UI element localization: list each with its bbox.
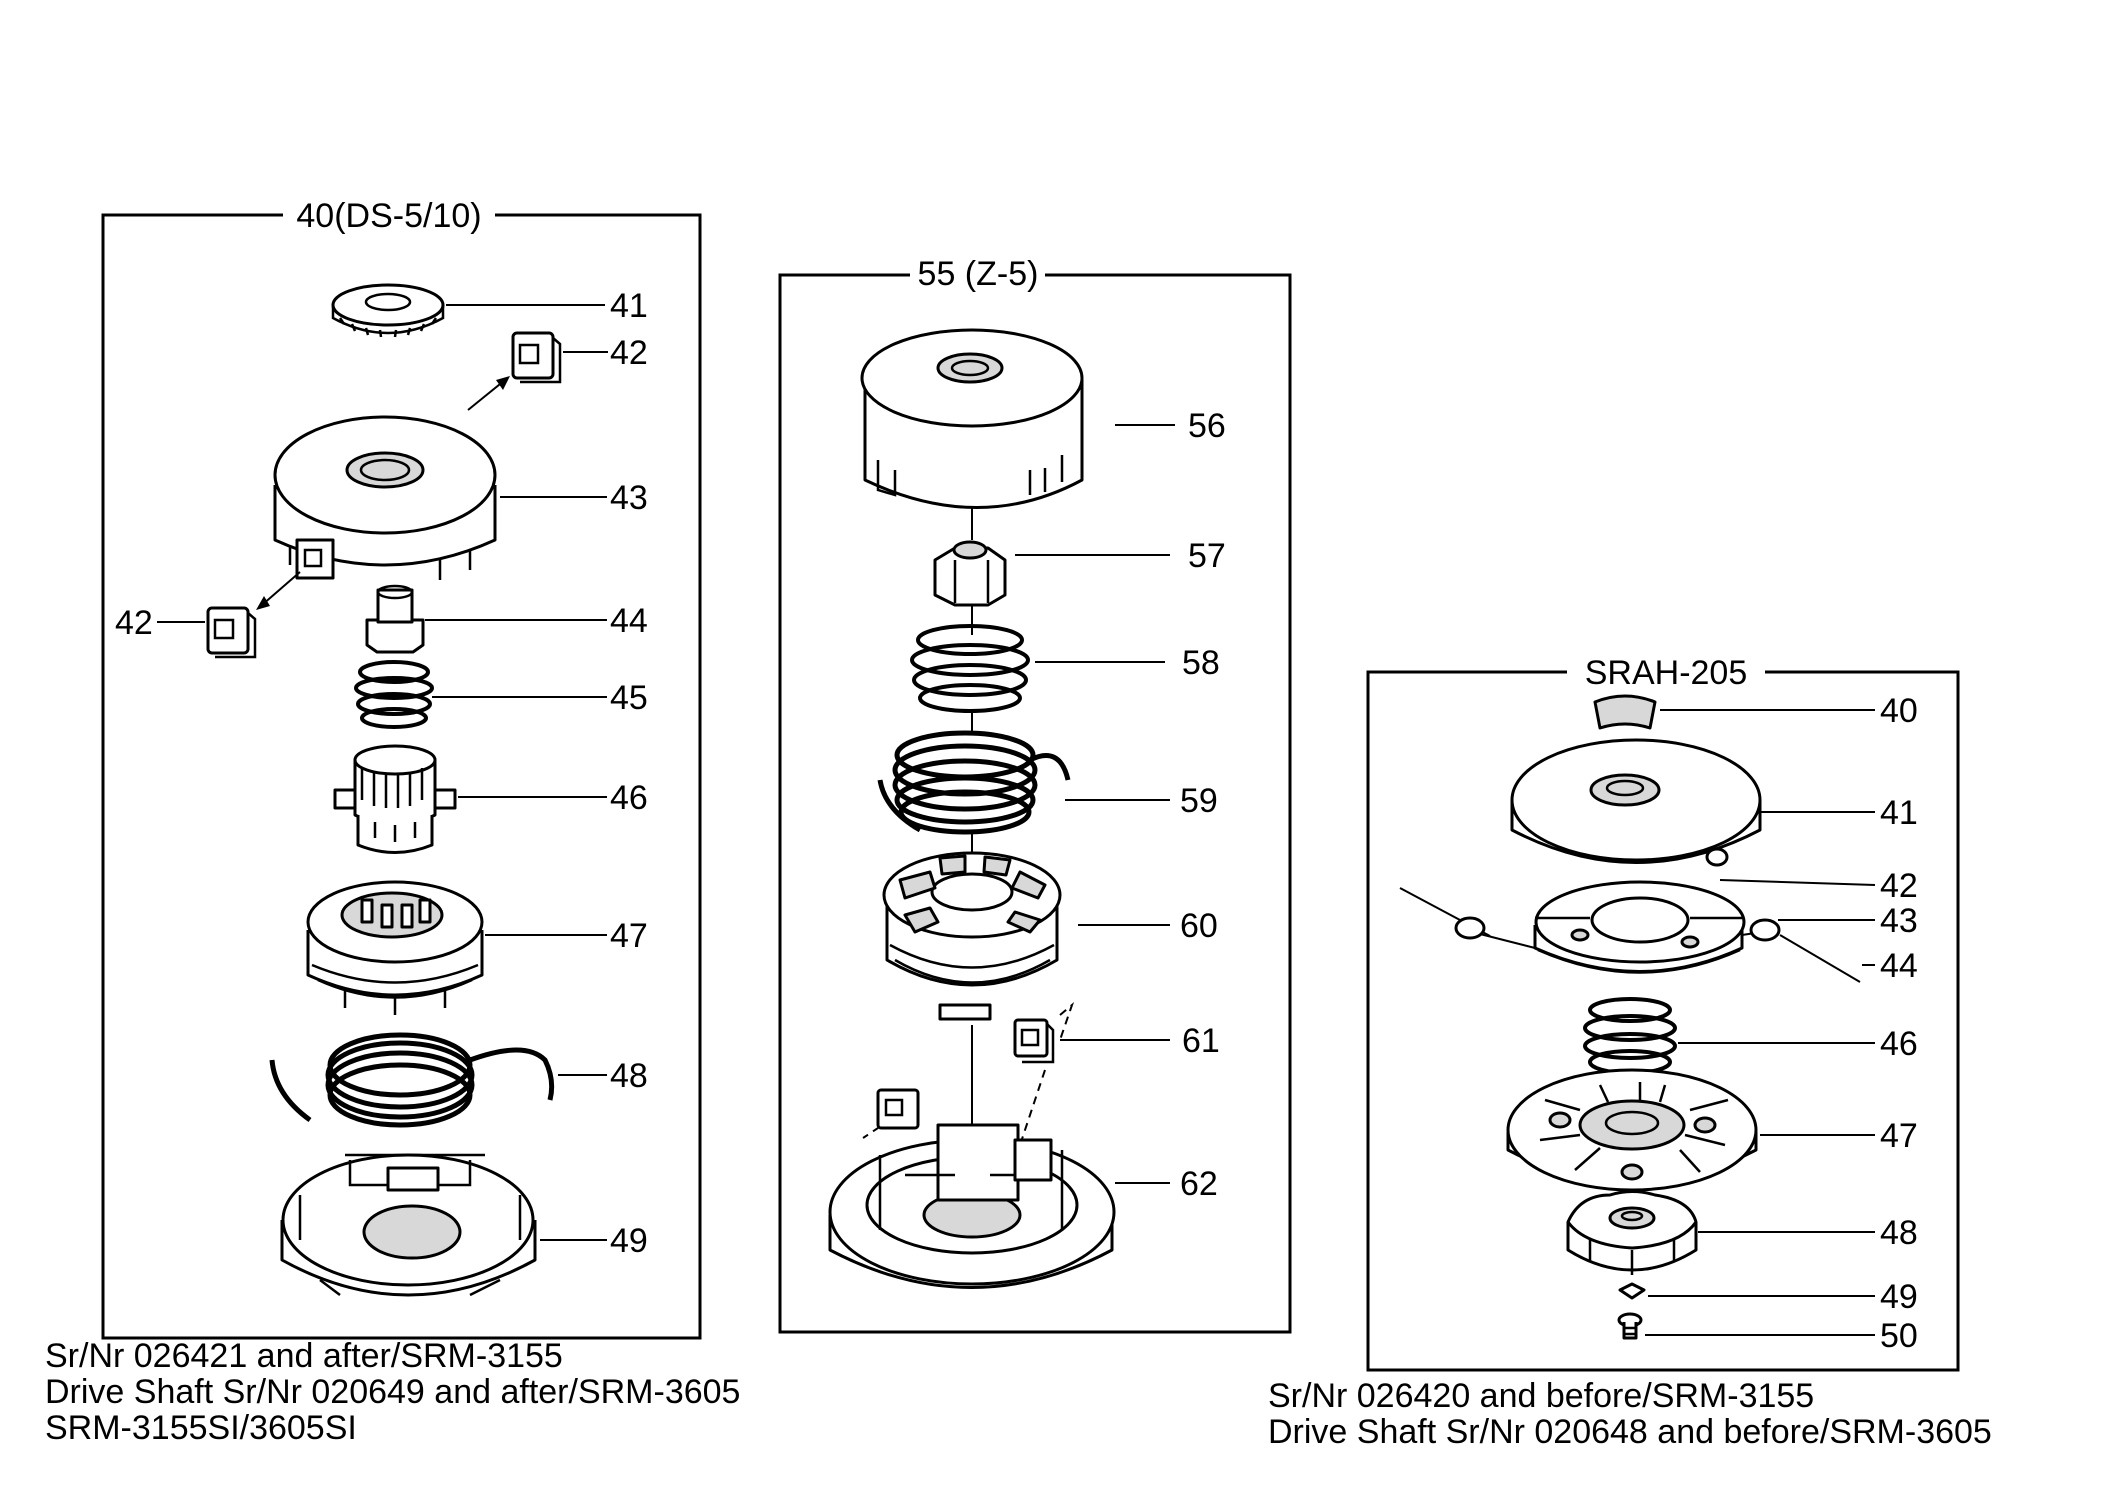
note-left-line-3: SRM-3155SI/3605SI (45, 1409, 357, 1447)
part-42-clip-top (511, 331, 562, 384)
part-42-clip-bottom (206, 606, 257, 659)
label-srah-44: 44 (1880, 947, 1918, 985)
label-42-bottom: 42 (115, 604, 153, 642)
part-46-spring (1583, 997, 1677, 1075)
label-56: 56 (1188, 407, 1226, 445)
panel-title-srah-205: SRAH-205 (1585, 654, 1748, 692)
label-60: 60 (1180, 907, 1218, 945)
part-49-base (280, 1153, 537, 1297)
part-42-eyelet-ring (1533, 880, 1746, 974)
part-50-screw (1617, 1312, 1643, 1340)
part-44-nut (365, 584, 425, 654)
label-59: 59 (1180, 782, 1218, 820)
label-46: 46 (610, 779, 648, 817)
label-58: 58 (1182, 644, 1220, 682)
label-srah-48: 48 (1880, 1214, 1918, 1252)
part-49-washer (1618, 1282, 1646, 1300)
label-48: 48 (610, 1057, 648, 1095)
label-42-top: 42 (610, 334, 648, 372)
label-srah-46: 46 (1880, 1025, 1918, 1063)
label-47: 47 (610, 917, 648, 955)
part-56-cap (860, 328, 1084, 509)
panel-title-ds-5-10: 40(DS-5/10) (296, 197, 481, 235)
note-after-serial: Sr/Nr 026421 and after/SRM-3155 Drive Sh… (45, 1338, 740, 1446)
note-right-line-2: Drive Shaft Sr/Nr 020648 and before/SRM-… (1268, 1413, 1992, 1451)
part-48-line-coil (269, 1032, 555, 1128)
label-49: 49 (610, 1222, 648, 1260)
panel-title-z-5: 55 (Z-5) (918, 255, 1039, 293)
part-40-insert (1593, 694, 1657, 730)
label-srah-42: 42 (1880, 867, 1918, 905)
part-41-washer (331, 283, 445, 338)
label-srah-43: 43 (1880, 902, 1918, 940)
part-47-spool (1506, 1068, 1758, 1192)
label-srah-50: 50 (1880, 1317, 1918, 1355)
label-srah-49: 49 (1880, 1278, 1918, 1316)
panel-srah-205: SRAH-205 (1366, 654, 1960, 1372)
label-45: 45 (610, 679, 648, 717)
part-44-trimmer-line (1399, 887, 1861, 983)
note-left-line-2: Drive Shaft Sr/Nr 020649 and after/SRM-3… (45, 1373, 741, 1411)
part-61-clip (1013, 1018, 1055, 1064)
note-left-line-1: Sr/Nr 026421 and after/SRM-3155 (45, 1337, 563, 1375)
part-47-spool (306, 880, 484, 1015)
part-43-housing (273, 415, 497, 580)
label-62: 62 (1180, 1165, 1218, 1203)
part-59-line-coil (877, 730, 1071, 835)
part-58-spring (910, 624, 1030, 713)
panel-ds-5-10: 40(DS-5/10) (101, 197, 702, 1340)
note-before-serial: Sr/Nr 026420 and before/SRM-3155 Drive S… (1268, 1378, 1992, 1450)
part-48-knob (1566, 1190, 1698, 1275)
label-srah-40: 40 (1880, 692, 1918, 730)
part-60-spool (882, 851, 1062, 1021)
label-43: 43 (610, 479, 648, 517)
label-srah-41: 41 (1880, 794, 1918, 832)
label-61: 61 (1182, 1022, 1220, 1060)
panel-z-5: 55 (Z-5) (778, 255, 1292, 1334)
note-right-line-1: Sr/Nr 026420 and before/SRM-3155 (1268, 1377, 1815, 1415)
label-srah-47: 47 (1880, 1117, 1918, 1155)
label-57: 57 (1188, 537, 1226, 575)
part-45-spring (354, 660, 434, 729)
label-44: 44 (610, 602, 648, 640)
part-46-hub (333, 744, 457, 854)
part-41-cover (1510, 738, 1762, 867)
part-62-base (828, 1088, 1116, 1289)
part-57-nut (933, 540, 1007, 607)
label-41: 41 (610, 287, 648, 325)
